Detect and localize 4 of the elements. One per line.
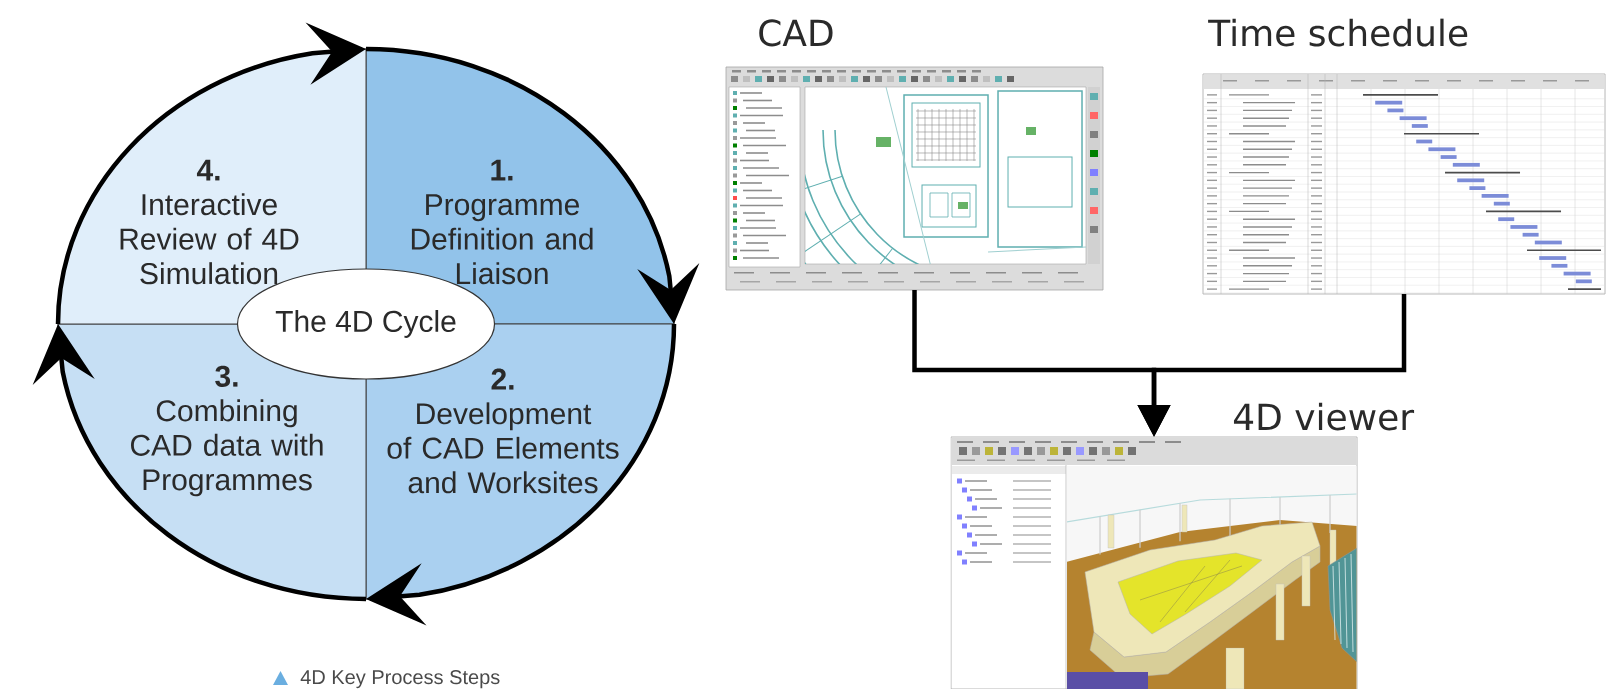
picture-title: 4D viewer [1233,402,1415,431]
picture-title: Time schedule [1208,18,1468,47]
picture-title: CAD [759,19,833,47]
figure-caption: 4D Key Process Steps [300,670,500,689]
